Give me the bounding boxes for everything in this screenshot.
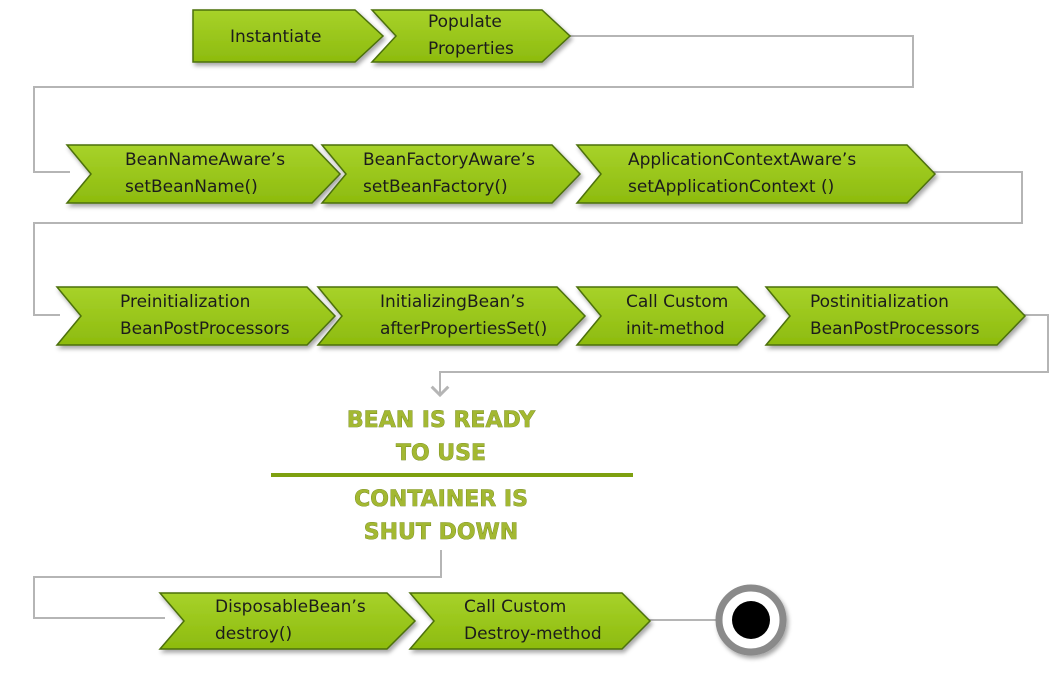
chevron-shape [55,286,337,346]
step-label-line: Postinitialization [810,292,949,312]
step-label-line: setBeanName() [125,177,258,197]
connector-row1-to-row2 [33,35,914,173]
step-label-line: destroy() [215,624,292,644]
step-label-line: Instantiate [230,27,321,47]
chevron-shape [192,9,385,63]
step-label-line: BeanFactoryAware’s [363,150,535,170]
chevron-shape [316,286,587,346]
chevron-shape [764,286,1027,346]
chevron-shape [65,144,342,204]
step-label-line: InitializingBean’s [380,292,525,312]
step-label-line: BeanPostProcessors [810,319,980,339]
chevron-shape [158,592,417,650]
step-label-line: setBeanFactory() [363,177,508,197]
step-label-line: Populate [428,12,502,32]
shutdown-line-2: SHUT DOWN [364,520,518,545]
shutdown-line-1: CONTAINER IS [354,487,528,512]
status-block: BEAN IS READY TO USE CONTAINER IS SHUT D… [271,408,633,545]
chevron-shape [575,144,937,204]
step-label-line: ApplicationContextAware’s [628,150,856,170]
step-label-line: init-method [626,319,725,339]
step-label-line: Call Custom [464,597,566,617]
step-label-line: setApplicationContext () [628,177,834,197]
step-label-line: DisposableBean’s [215,597,366,617]
lifecycle-steps: Instantiate PopulatePropertiesBeanNameAwa… [55,9,1027,650]
step-label-line: BeanPostProcessors [120,319,290,339]
step-label-line: Properties [428,39,514,59]
step-custom-init-method: Call Custom init-method [575,286,767,346]
ready-line-2: TO USE [396,441,486,466]
step-application-context-aware: ApplicationContextAware’s setApplicationC… [575,144,937,204]
step-label-line: BeanNameAware’s [125,150,285,170]
step-initializing-bean: InitializingBean’s afterPropertiesSet() [316,286,587,346]
connector-row3-to-ready [430,314,1049,398]
ready-line-1: BEAN IS READY [347,408,536,433]
step-label-line: Destroy-method [464,624,602,644]
chevron-shape [575,286,767,346]
chevron-shape [320,144,582,204]
step-label-line: Call Custom [626,292,728,312]
step-label-line: Preinitialization [120,292,250,312]
connector-shutdown-to-row4 [33,550,442,619]
chevron-shape [370,9,572,63]
step-disposable-bean: DisposableBean’s destroy() [158,592,417,650]
step-label-line: afterPropertiesSet() [380,319,547,339]
chevron-shape [408,592,652,650]
step-instantiate: Instantiate [192,9,385,63]
final-state-icon [715,584,787,656]
final-state-dot [732,601,770,639]
connector-row2-to-row3 [33,171,1023,316]
connectors [33,35,1049,621]
step-bean-name-aware: BeanNameAware’s setBeanName() [65,144,342,204]
step-bean-factory-aware: BeanFactoryAware’s setBeanFactory() [320,144,582,204]
